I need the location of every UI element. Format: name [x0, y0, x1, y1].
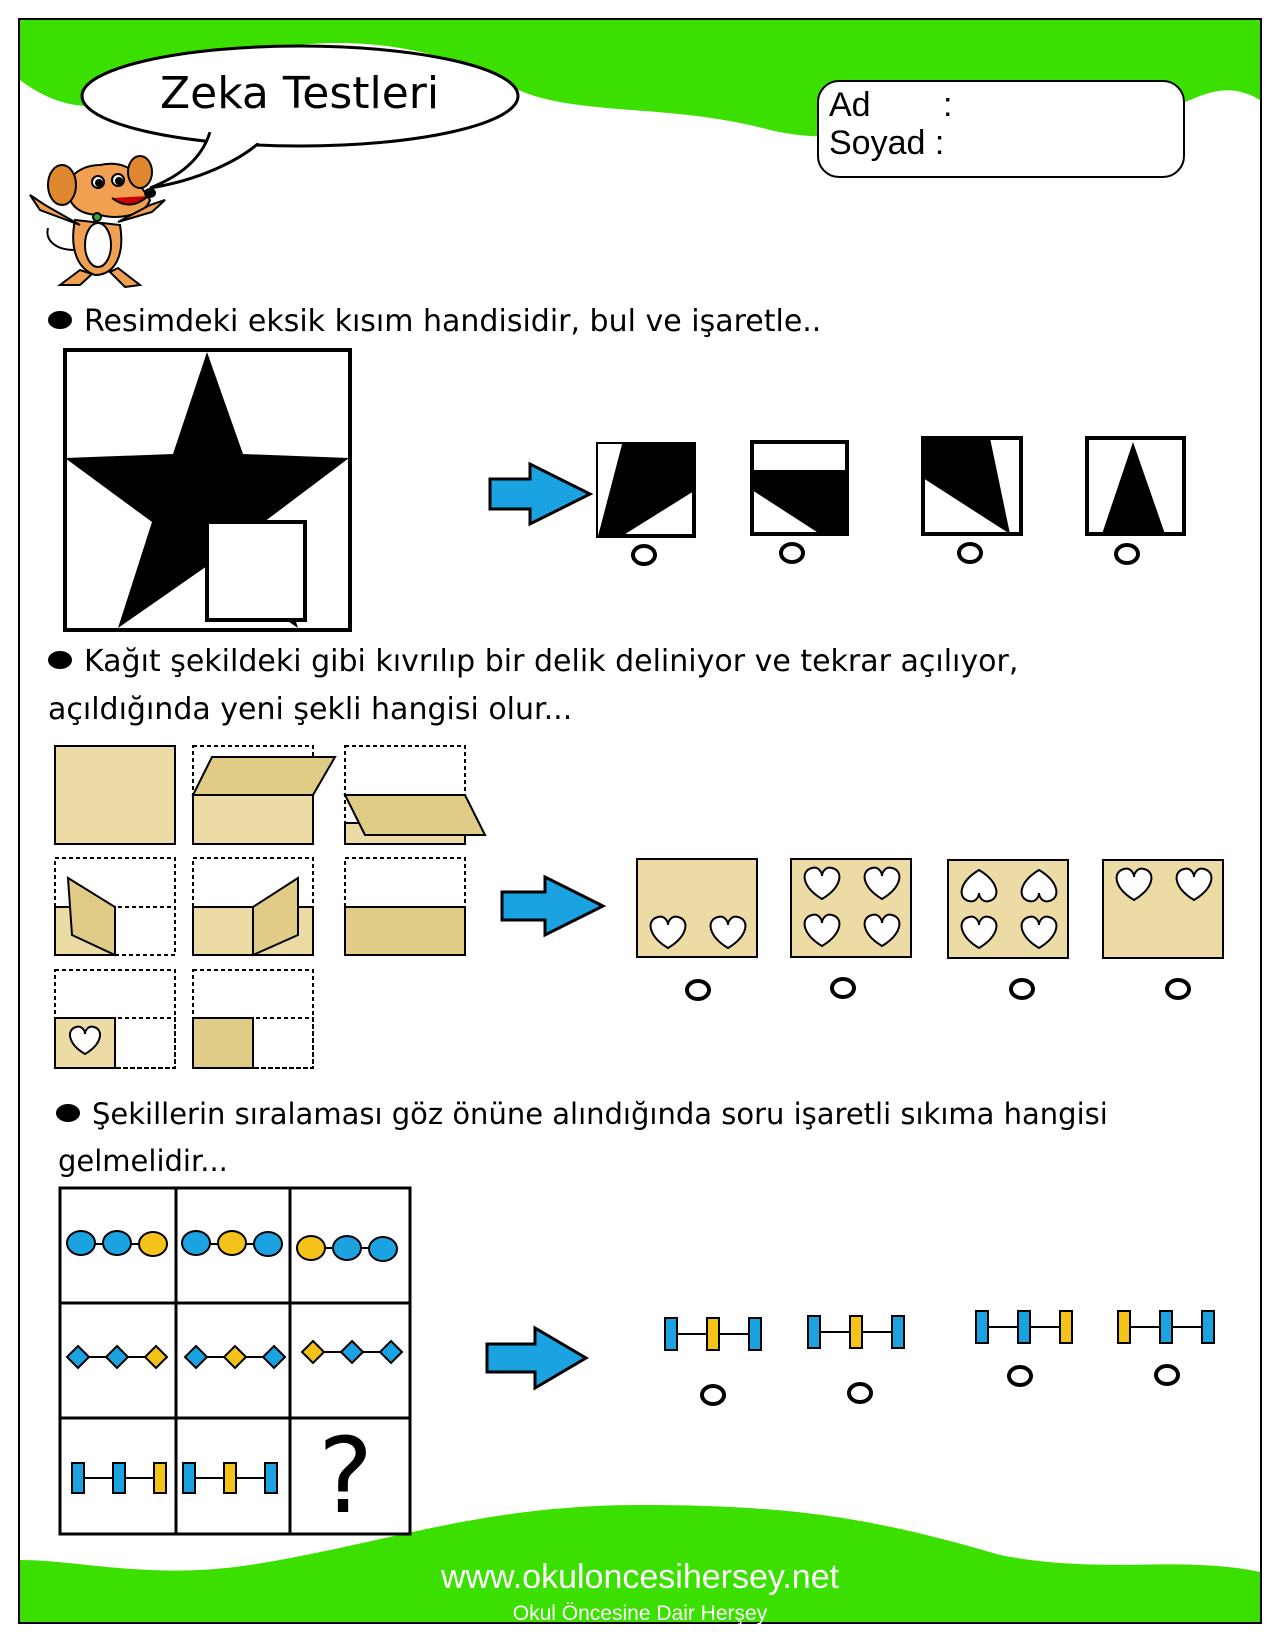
heart-icon [960, 868, 998, 903]
q2-option-1[interactable] [636, 858, 758, 958]
question-1: Resimdeki eksik kısım handisidir, bul ve… [48, 298, 821, 346]
answer-circle-icon[interactable] [1165, 978, 1191, 1000]
heart-icon [863, 913, 901, 948]
blue-arrow-icon [485, 1325, 589, 1391]
q2-option-4[interactable] [1102, 859, 1224, 959]
q1-option-1[interactable] [596, 442, 696, 538]
answer-circle-icon[interactable] [1114, 543, 1140, 565]
q3-option-4[interactable] [1117, 1310, 1215, 1344]
dog-mascot-icon [29, 155, 166, 289]
bullet-icon [56, 1104, 80, 1122]
q2-option-2[interactable] [790, 858, 912, 958]
answer-circle-icon[interactable] [1007, 1365, 1033, 1387]
answer-circle-icon[interactable] [830, 977, 856, 999]
heart-icon [803, 866, 841, 901]
question-2-text-line2: açıldığında yeni şekli hangisi olur... [48, 692, 573, 727]
bullet-icon [48, 650, 72, 669]
answer-circle-icon[interactable] [685, 979, 711, 1001]
answer-circle-icon[interactable] [1009, 978, 1035, 1000]
answer-circle-icon[interactable] [1154, 1364, 1180, 1386]
name-box[interactable]: Ad : Soyad : [817, 80, 1185, 178]
q1-option-2[interactable] [750, 440, 849, 536]
blue-arrow-icon [500, 874, 607, 938]
footer-tagline: Okul Öncesine Dair Herşey [512, 1602, 768, 1625]
star-icon [65, 352, 349, 628]
blue-arrow-icon [488, 461, 594, 527]
heart-icon [1020, 915, 1058, 950]
q1-option-4[interactable] [1085, 436, 1186, 536]
question-mark: ? [318, 1415, 374, 1537]
answer-circle-icon[interactable] [631, 544, 657, 566]
question-2: Kağıt şekildeki gibi kıvrılıp bir delik … [48, 638, 1018, 686]
question-3: Şekillerin sıralaması göz önüne alındığı… [56, 1090, 1108, 1138]
question-3-text-line1: Şekillerin sıralaması göz önüne alındığı… [92, 1097, 1108, 1131]
page-title: Zeka Testleri [160, 68, 440, 119]
heart-icon [803, 913, 841, 948]
question-2-text-line1: Kağıt şekildeki gibi kıvrılıp bir delik … [84, 644, 1019, 679]
q3-option-2[interactable] [807, 1315, 905, 1349]
answer-circle-icon[interactable] [700, 1384, 726, 1406]
page-border [18, 18, 1262, 1624]
speech-bubble-icon [80, 44, 520, 190]
heart-icon [649, 915, 687, 950]
bottom-green-wave [20, 1505, 1260, 1622]
name-label: Ad [829, 86, 871, 124]
star-puzzle [63, 348, 352, 632]
answer-circle-icon[interactable] [957, 542, 983, 564]
q3-option-3[interactable] [975, 1310, 1073, 1344]
heart-icon [1115, 867, 1153, 902]
heart-icon [960, 915, 998, 950]
heart-icon [1175, 867, 1213, 902]
question-3-text-line2: gelmelidir... [58, 1144, 228, 1178]
answer-circle-icon[interactable] [779, 542, 805, 564]
grid-shapes [65, 1230, 404, 1494]
q1-option-3[interactable] [921, 436, 1023, 536]
folding-steps [54, 745, 487, 1069]
question-1-text: Resimdeki eksik kısım handisidir, bul ve… [84, 304, 822, 339]
q3-option-1[interactable] [664, 1317, 762, 1351]
answer-circle-icon[interactable] [847, 1382, 873, 1404]
heart-icon [863, 866, 901, 901]
surname-label: Soyad : [829, 124, 945, 162]
footer-website[interactable]: www.okuloncesihersey.net [440, 1558, 840, 1596]
name-colon: : [943, 86, 953, 124]
heart-icon [709, 915, 747, 950]
q2-option-3[interactable] [947, 859, 1069, 959]
heart-icon [68, 1025, 102, 1056]
bullet-icon [48, 310, 72, 329]
heart-icon [1020, 868, 1058, 903]
